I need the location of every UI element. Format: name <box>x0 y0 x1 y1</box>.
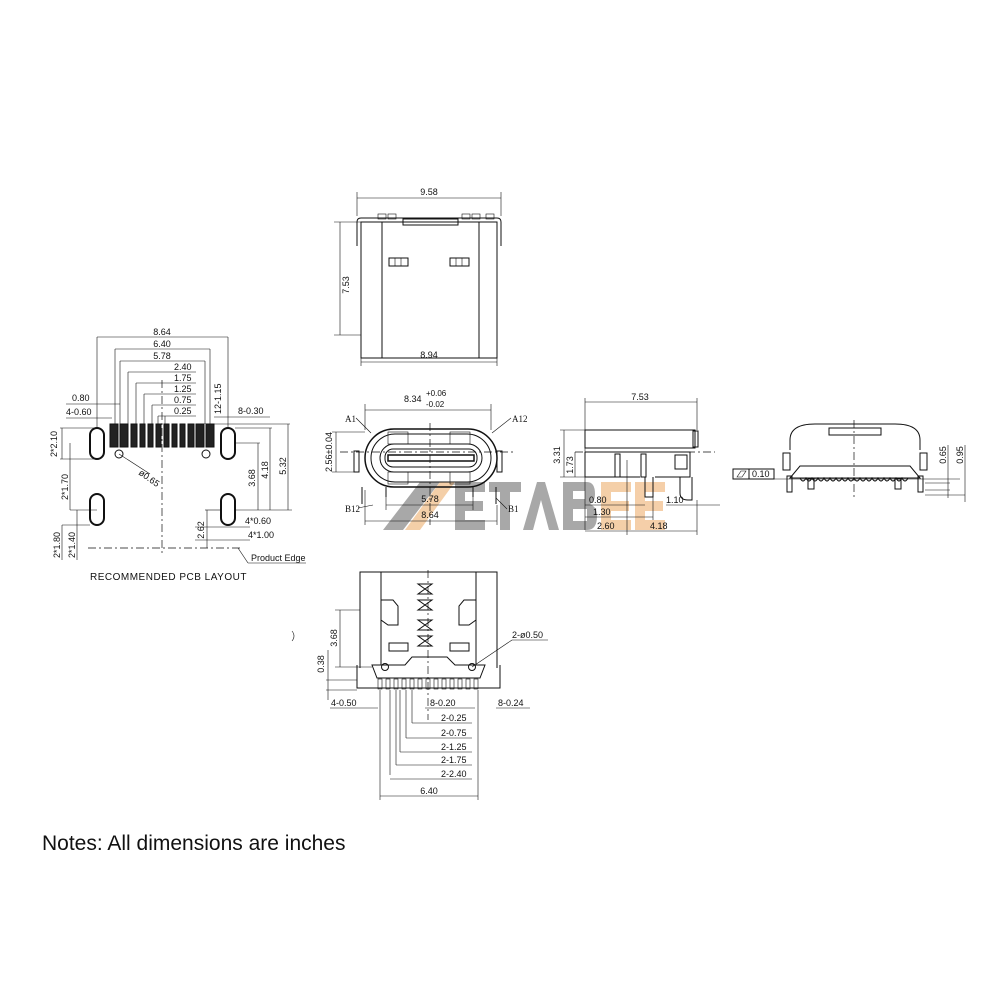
dim-0.25: 0.25 <box>174 406 192 416</box>
product-edge-label: Product Edge <box>251 553 306 563</box>
front-view: 8.34 +0.06 -0.02 2.56±0.04 A1 A12 B12 B1… <box>324 389 528 525</box>
dim-2-phi0.50: 2-ø0.50 <box>512 630 543 640</box>
dim-1.30: 1.30 <box>593 507 611 517</box>
dim-1.10: 1.10 <box>666 495 684 505</box>
dim-0.80: 0.80 <box>589 495 607 505</box>
pcb-layout: Product Edge RECOMMENDED PCB LAYOUT 8.64… <box>49 327 306 583</box>
dim-4.18: 4.18 <box>650 521 668 531</box>
dim-1.75: 1.75 <box>174 373 192 383</box>
dim-4x0.60: 4*0.60 <box>245 516 271 526</box>
dim-1.73: 1.73 <box>565 456 575 474</box>
dim-5.78: 5.78 <box>153 351 171 361</box>
dim-8.94: 8.94 <box>420 350 438 360</box>
dim-phi0.65: ø0.65 <box>137 467 162 488</box>
dim-2-0.75: 2-0.75 <box>441 728 467 738</box>
dim-8-0.30: 8-0.30 <box>238 406 264 416</box>
flatness-value: 0.10 <box>752 469 770 479</box>
dim-2.60: 2.60 <box>597 521 615 531</box>
dim-9.58: 9.58 <box>420 187 438 197</box>
dim-5.78: 5.78 <box>421 494 439 504</box>
dim-8.64: 8.64 <box>153 327 171 337</box>
dim-6.40: 6.40 <box>420 786 438 796</box>
dim-8.34: 8.34 <box>404 394 422 404</box>
dim-2-0.25: 2-0.25 <box>441 713 467 723</box>
dim-0.65: 0.65 <box>938 446 948 464</box>
dim-2x1.70: 2*1.70 <box>60 474 70 500</box>
dim-2.62: 2.62 <box>196 521 206 539</box>
pcb-signal-pads <box>109 423 215 448</box>
dim-0.38: 0.38 <box>316 655 326 673</box>
dim-0.80: 0.80 <box>72 393 90 403</box>
dim-8.64: 8.64 <box>421 510 439 520</box>
tolerance-minus: -0.02 <box>426 400 445 409</box>
tolerance-plus: +0.06 <box>426 389 447 398</box>
pin-a12-label: A12 <box>512 414 528 424</box>
dim-0.75: 0.75 <box>174 395 192 405</box>
dim-2x1.40: 2*1.40 <box>67 532 77 558</box>
right-view: 0.10 0.65 0.95 <box>732 420 966 502</box>
dim-1.25: 1.25 <box>174 384 192 394</box>
dim-3.31: 3.31 <box>552 446 562 464</box>
watermark-logo <box>383 482 665 530</box>
dim-12-1.15: 12-1.15 <box>213 383 223 414</box>
notes-text: Notes: All dimensions are inches <box>42 832 346 855</box>
bottom-view: 3.68 0.38 2-ø0.50 4-0.50 8-0.20 8-0.24 2… <box>291 570 548 800</box>
pin-b1-label: B1 <box>508 504 519 514</box>
dim-4.18: 4.18 <box>260 461 270 479</box>
dim-2.40: 2.40 <box>174 362 192 372</box>
dim-5.32: 5.32 <box>278 457 288 475</box>
dim-0.95: 0.95 <box>955 446 965 464</box>
dim-2x1.80: 2*1.80 <box>52 532 62 558</box>
dim-2-1.75: 2-1.75 <box>441 755 467 765</box>
dim-2x2.10: 2*2.10 <box>49 431 59 457</box>
dim-7.53: 7.53 <box>341 276 351 294</box>
pcb-layout-title: RECOMMENDED PCB LAYOUT <box>90 572 247 583</box>
partial-mark <box>291 630 295 642</box>
dim-8-0.24: 8-0.24 <box>498 698 524 708</box>
pin-b12-label: B12 <box>345 504 360 514</box>
dim-3.68: 3.68 <box>329 629 339 647</box>
flatness-icon <box>736 470 747 478</box>
side-view: 7.53 3.31 1.73 0.80 1.30 2.60 1.10 4.18 <box>552 392 720 535</box>
top-view: 9.58 7.53 8.94 <box>334 187 502 366</box>
dim-6.40: 6.40 <box>153 339 171 349</box>
dim-4-0.60: 4-0.60 <box>66 407 92 417</box>
dim-8-0.20: 8-0.20 <box>430 698 456 708</box>
dim-4x1.00: 4*1.00 <box>248 530 274 540</box>
dim-2-2.40: 2-2.40 <box>441 769 467 779</box>
bottom-pins <box>377 678 479 690</box>
dim-7.53: 7.53 <box>631 392 649 402</box>
dim-3.68: 3.68 <box>247 469 257 487</box>
dim-2-1.25: 2-1.25 <box>441 742 467 752</box>
pin-a1-label: A1 <box>345 414 356 424</box>
dim-2.56: 2.56±0.04 <box>324 432 334 472</box>
dim-4-0.50: 4-0.50 <box>331 698 357 708</box>
